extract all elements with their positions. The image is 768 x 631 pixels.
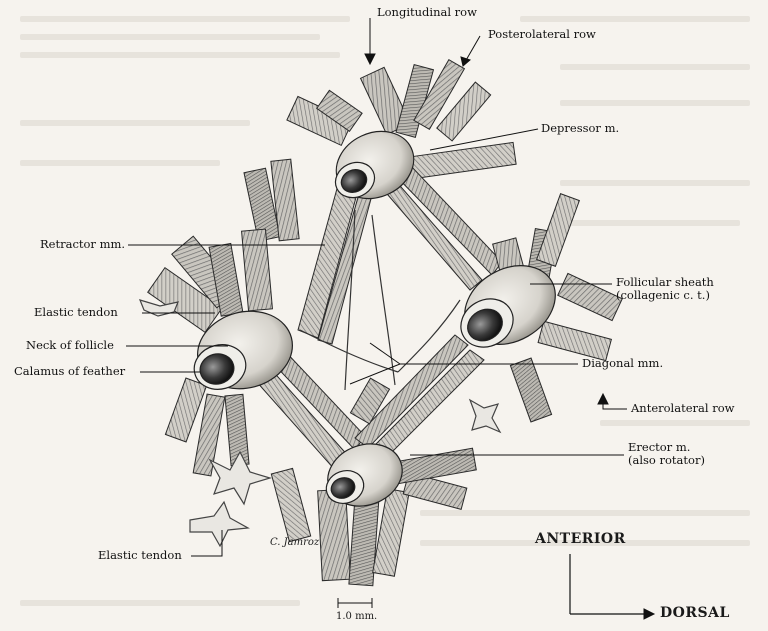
compass-dorsal: DORSAL — [660, 605, 730, 621]
muscle-bundles — [147, 59, 623, 587]
label-elastic-tendon-lower: Elastic tendon — [98, 548, 182, 562]
label-retractor: Retractor mm. — [40, 237, 126, 251]
label-diagonal: Diagonal mm. — [582, 356, 664, 370]
compass-anterior: ANTERIOR — [535, 531, 626, 547]
label-calamus: Calamus of feather — [14, 364, 126, 378]
leader-lines — [126, 18, 656, 620]
label-erector: Erector m. (also rotator) — [628, 441, 705, 467]
label-neck-of-follicle: Neck of follicle — [26, 338, 114, 352]
elastic-tendons — [138, 299, 502, 548]
label-posterolateral-row: Posterolateral row — [488, 27, 596, 41]
label-depressor: Depressor m. — [541, 121, 620, 135]
scale-bar-label: 1.0 mm. — [336, 611, 378, 622]
label-follicular-sheath: Follicular sheath (collagenic c. t.) — [616, 276, 714, 302]
follicle-left — [193, 310, 293, 390]
label-follicular-sheath-line1: Follicular sheath — [616, 275, 714, 289]
label-erector-line1: Erector m. — [628, 440, 691, 454]
diagonal-fibers — [299, 209, 461, 391]
follicle-right — [460, 265, 556, 348]
label-follicular-sheath-line2: (collagenic c. t.) — [616, 288, 710, 302]
artist-signature: C. Jamroz — [270, 537, 320, 548]
label-anterolateral-row: Anterolateral row — [631, 401, 735, 415]
follicle-bottom — [325, 443, 403, 507]
follicle-top — [334, 130, 415, 200]
label-longitudinal-row: Longitudinal row — [377, 5, 477, 19]
label-elastic-tendon-upper: Elastic tendon — [34, 305, 118, 319]
label-erector-line2: (also rotator) — [628, 453, 705, 467]
